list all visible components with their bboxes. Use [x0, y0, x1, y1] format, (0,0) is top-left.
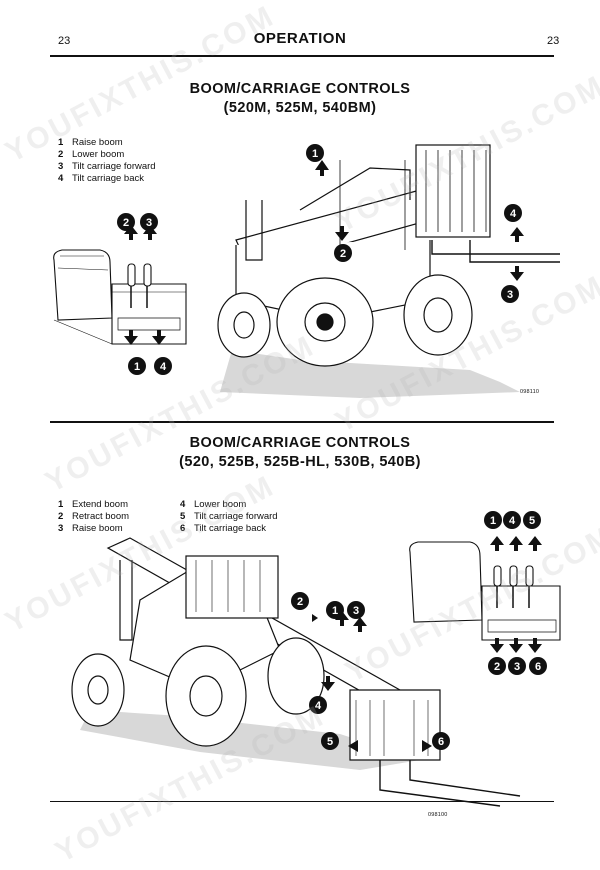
watermark-text: YOUFIXTHIS.COM [330, 268, 600, 440]
callout-1: 1 [312, 148, 318, 160]
top-left-wheel [217, 292, 271, 358]
watermark-text: YOUFIXTHIS.COM [40, 328, 321, 500]
callout-3: 3 [146, 217, 152, 229]
callout-4: 4 [509, 515, 516, 527]
section2-title-line2: (520, 525B, 525B-HL, 530B, 540B) [179, 454, 421, 470]
chapter-title: OPERATION [253, 30, 347, 47]
callout-4: 4 [510, 208, 517, 220]
section1-title-line1: BOOM/CARRIAGE CONTROLS [189, 81, 411, 97]
figure-code: 098110 [520, 389, 540, 395]
watermark-text: YOUFIXTHIS.COM [340, 518, 600, 690]
callout-1: 1 [332, 605, 338, 617]
header-rule [50, 55, 554, 57]
callout-2: 2 [340, 248, 346, 260]
callout-2: 2 [297, 596, 303, 608]
callout-5: 5 [529, 515, 535, 527]
callout-6: 6 [535, 661, 541, 673]
watermark-text: YOUFIXTHIS.COM [50, 698, 331, 870]
section2-title-line1: BOOM/CARRIAGE CONTROLS [189, 435, 411, 451]
watermark-text: YOUFIXTHIS.COM [0, 468, 281, 640]
callout-6: 6 [438, 736, 444, 748]
footer-rule [50, 801, 554, 802]
section1-title: BOOM/CARRIAGE CONTROLS (520M, 525M, 540B… [0, 80, 600, 118]
callout-1: 1 [490, 515, 496, 527]
figure-code: 098100 [428, 812, 448, 818]
section-divider [50, 421, 554, 423]
callout-2: 2 [123, 217, 129, 229]
page-number-left: 23 [58, 35, 71, 47]
callout-5: 5 [327, 736, 333, 748]
callout-3: 3 [353, 605, 359, 617]
callout-4: 4 [160, 361, 167, 373]
section1-title-line2: (520M, 525M, 540BM) [223, 100, 377, 116]
callout-3: 3 [514, 661, 520, 673]
page-number-right: 23 [547, 35, 560, 47]
callout-1: 1 [134, 361, 140, 373]
callout-3: 3 [507, 289, 513, 301]
section2-title: BOOM/CARRIAGE CONTROLS (520, 525B, 525B-… [0, 434, 600, 472]
callout-2: 2 [494, 661, 500, 673]
